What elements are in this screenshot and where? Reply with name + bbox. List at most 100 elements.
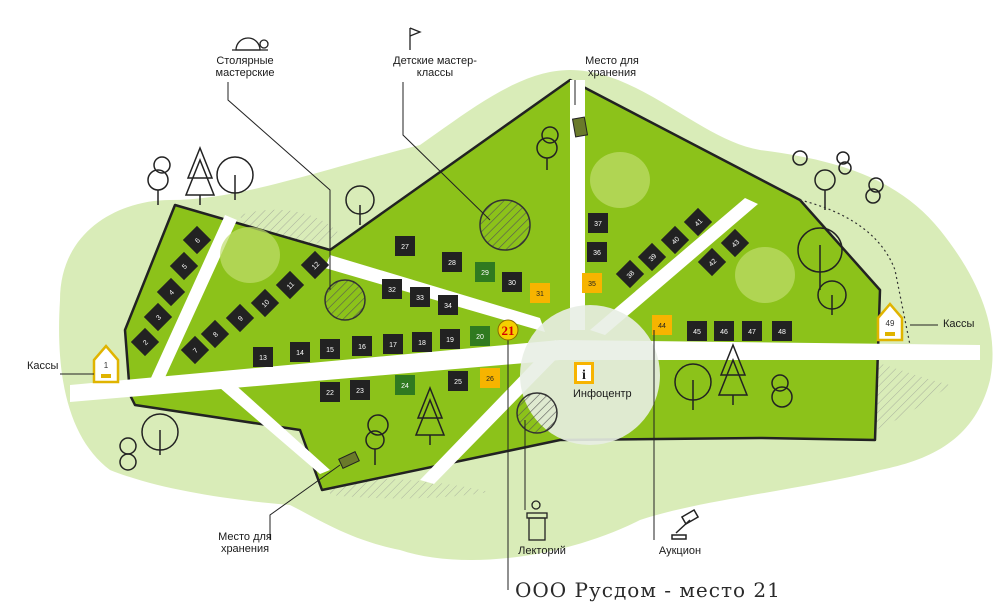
stall-23[interactable]: 23 xyxy=(350,380,370,400)
stall-box xyxy=(320,382,340,402)
stall-32[interactable]: 32 xyxy=(382,279,402,299)
stall-20[interactable]: 20 xyxy=(470,326,490,346)
stall-30[interactable]: 30 xyxy=(502,272,522,292)
stall-39[interactable]: 39 xyxy=(637,242,667,272)
stall-box xyxy=(475,262,495,282)
stall-number: 25 xyxy=(454,379,462,386)
label-carpentry: Столярные мастерские xyxy=(215,55,275,79)
lectorium-area xyxy=(516,392,558,434)
stall-28[interactable]: 28 xyxy=(442,252,462,272)
stall-number: 42 xyxy=(708,258,719,269)
stall-box xyxy=(587,242,607,262)
stall-box xyxy=(660,225,690,255)
stall-24[interactable]: 24 xyxy=(395,375,415,395)
stall-box xyxy=(720,228,750,258)
stall-42[interactable]: 42 xyxy=(697,247,727,277)
stall-number: 41 xyxy=(694,218,705,229)
hatched-area xyxy=(870,360,950,430)
stall-number: 35 xyxy=(588,281,596,288)
stall-box xyxy=(395,375,415,395)
stall-17[interactable]: 17 xyxy=(383,334,403,354)
stall-43[interactable]: 43 xyxy=(720,228,750,258)
stall-46[interactable]: 46 xyxy=(714,321,734,341)
stall-number: 24 xyxy=(401,383,409,390)
stall-number: 34 xyxy=(444,303,452,310)
stall-16[interactable]: 16 xyxy=(352,336,372,356)
stall-44[interactable]: 44 xyxy=(652,315,672,335)
stall-number: 44 xyxy=(658,323,666,330)
kassa-left-icon[interactable]: 1 xyxy=(92,344,120,384)
stall-box xyxy=(320,339,340,359)
stall-number: 8 xyxy=(212,331,220,339)
highlighted-stall-21[interactable]: 21 xyxy=(497,319,519,341)
stall-47[interactable]: 47 xyxy=(742,321,762,341)
stall-19[interactable]: 19 xyxy=(440,329,460,349)
stall-25[interactable]: 25 xyxy=(448,371,468,391)
stall-box xyxy=(290,342,310,362)
stall-number: 16 xyxy=(358,344,366,351)
carpentry-area xyxy=(324,279,366,321)
stall-number: 27 xyxy=(401,244,409,251)
stall-number: 22 xyxy=(326,390,334,397)
stall-number: 5 xyxy=(181,263,189,271)
stall-box xyxy=(615,259,645,289)
stall-29[interactable]: 29 xyxy=(475,262,495,282)
stall-34[interactable]: 34 xyxy=(438,295,458,315)
stall-15[interactable]: 15 xyxy=(320,339,340,359)
stall-48[interactable]: 48 xyxy=(772,321,792,341)
stall-box xyxy=(687,321,707,341)
stall-31[interactable]: 31 xyxy=(530,283,550,303)
trees xyxy=(119,126,884,471)
stall-number: 2 xyxy=(142,339,150,347)
stall-41[interactable]: 41 xyxy=(683,207,713,237)
stall-26[interactable]: 26 xyxy=(480,368,500,388)
stall-number: 31 xyxy=(536,291,544,298)
flag-icon xyxy=(409,27,422,50)
stall-number: 9 xyxy=(237,315,245,323)
stall-22[interactable]: 22 xyxy=(320,382,340,402)
stall-box xyxy=(697,247,727,277)
label-storage-bottom: Место для хранения xyxy=(218,531,272,555)
stall-box xyxy=(582,273,602,293)
stall-number: 39 xyxy=(648,253,659,264)
stall-38[interactable]: 38 xyxy=(615,259,645,289)
stall-box xyxy=(442,252,462,272)
stall-33[interactable]: 33 xyxy=(410,287,430,307)
stall-box xyxy=(588,213,608,233)
stall-27[interactable]: 27 xyxy=(395,236,415,256)
kassa-right-icon[interactable]: 49 xyxy=(876,302,904,342)
stall-number: 33 xyxy=(416,295,424,302)
stall-number: 37 xyxy=(594,221,602,228)
label-kassy-left: Кассы xyxy=(27,360,59,372)
stall-number: 46 xyxy=(720,329,728,336)
kassa-right-number: 49 xyxy=(886,319,895,328)
plaza-patch xyxy=(220,227,280,283)
label-lectorium: Лекторий xyxy=(518,545,566,557)
plaza-patch xyxy=(590,152,650,208)
stall-35[interactable]: 35 xyxy=(582,273,602,293)
stall-number: 4 xyxy=(168,289,176,297)
dotted-path xyxy=(799,199,911,346)
stall-box xyxy=(470,326,490,346)
stall-37[interactable]: 37 xyxy=(588,213,608,233)
stall-box xyxy=(480,368,500,388)
leader-lines xyxy=(60,80,938,590)
stall-number: 11 xyxy=(286,281,296,291)
label-kids-workshops: Детские мастер-классы xyxy=(393,55,477,79)
stall-number: 29 xyxy=(481,270,489,277)
stall-number: 19 xyxy=(446,337,454,344)
stall-box xyxy=(412,332,432,352)
info-icon[interactable]: i xyxy=(574,362,594,384)
stall-14[interactable]: 14 xyxy=(290,342,310,362)
stall-13[interactable]: 13 xyxy=(253,347,273,367)
stall-18[interactable]: 18 xyxy=(412,332,432,352)
plaza-patch xyxy=(735,247,795,303)
label-kassy-right: Кассы xyxy=(943,318,975,330)
stall-36[interactable]: 36 xyxy=(587,242,607,262)
stall-45[interactable]: 45 xyxy=(687,321,707,341)
stall-number: 45 xyxy=(693,329,701,336)
stall-number: 38 xyxy=(626,270,637,281)
stall-40[interactable]: 40 xyxy=(660,225,690,255)
hatched-area xyxy=(330,478,490,499)
stall-number: 47 xyxy=(748,329,756,336)
